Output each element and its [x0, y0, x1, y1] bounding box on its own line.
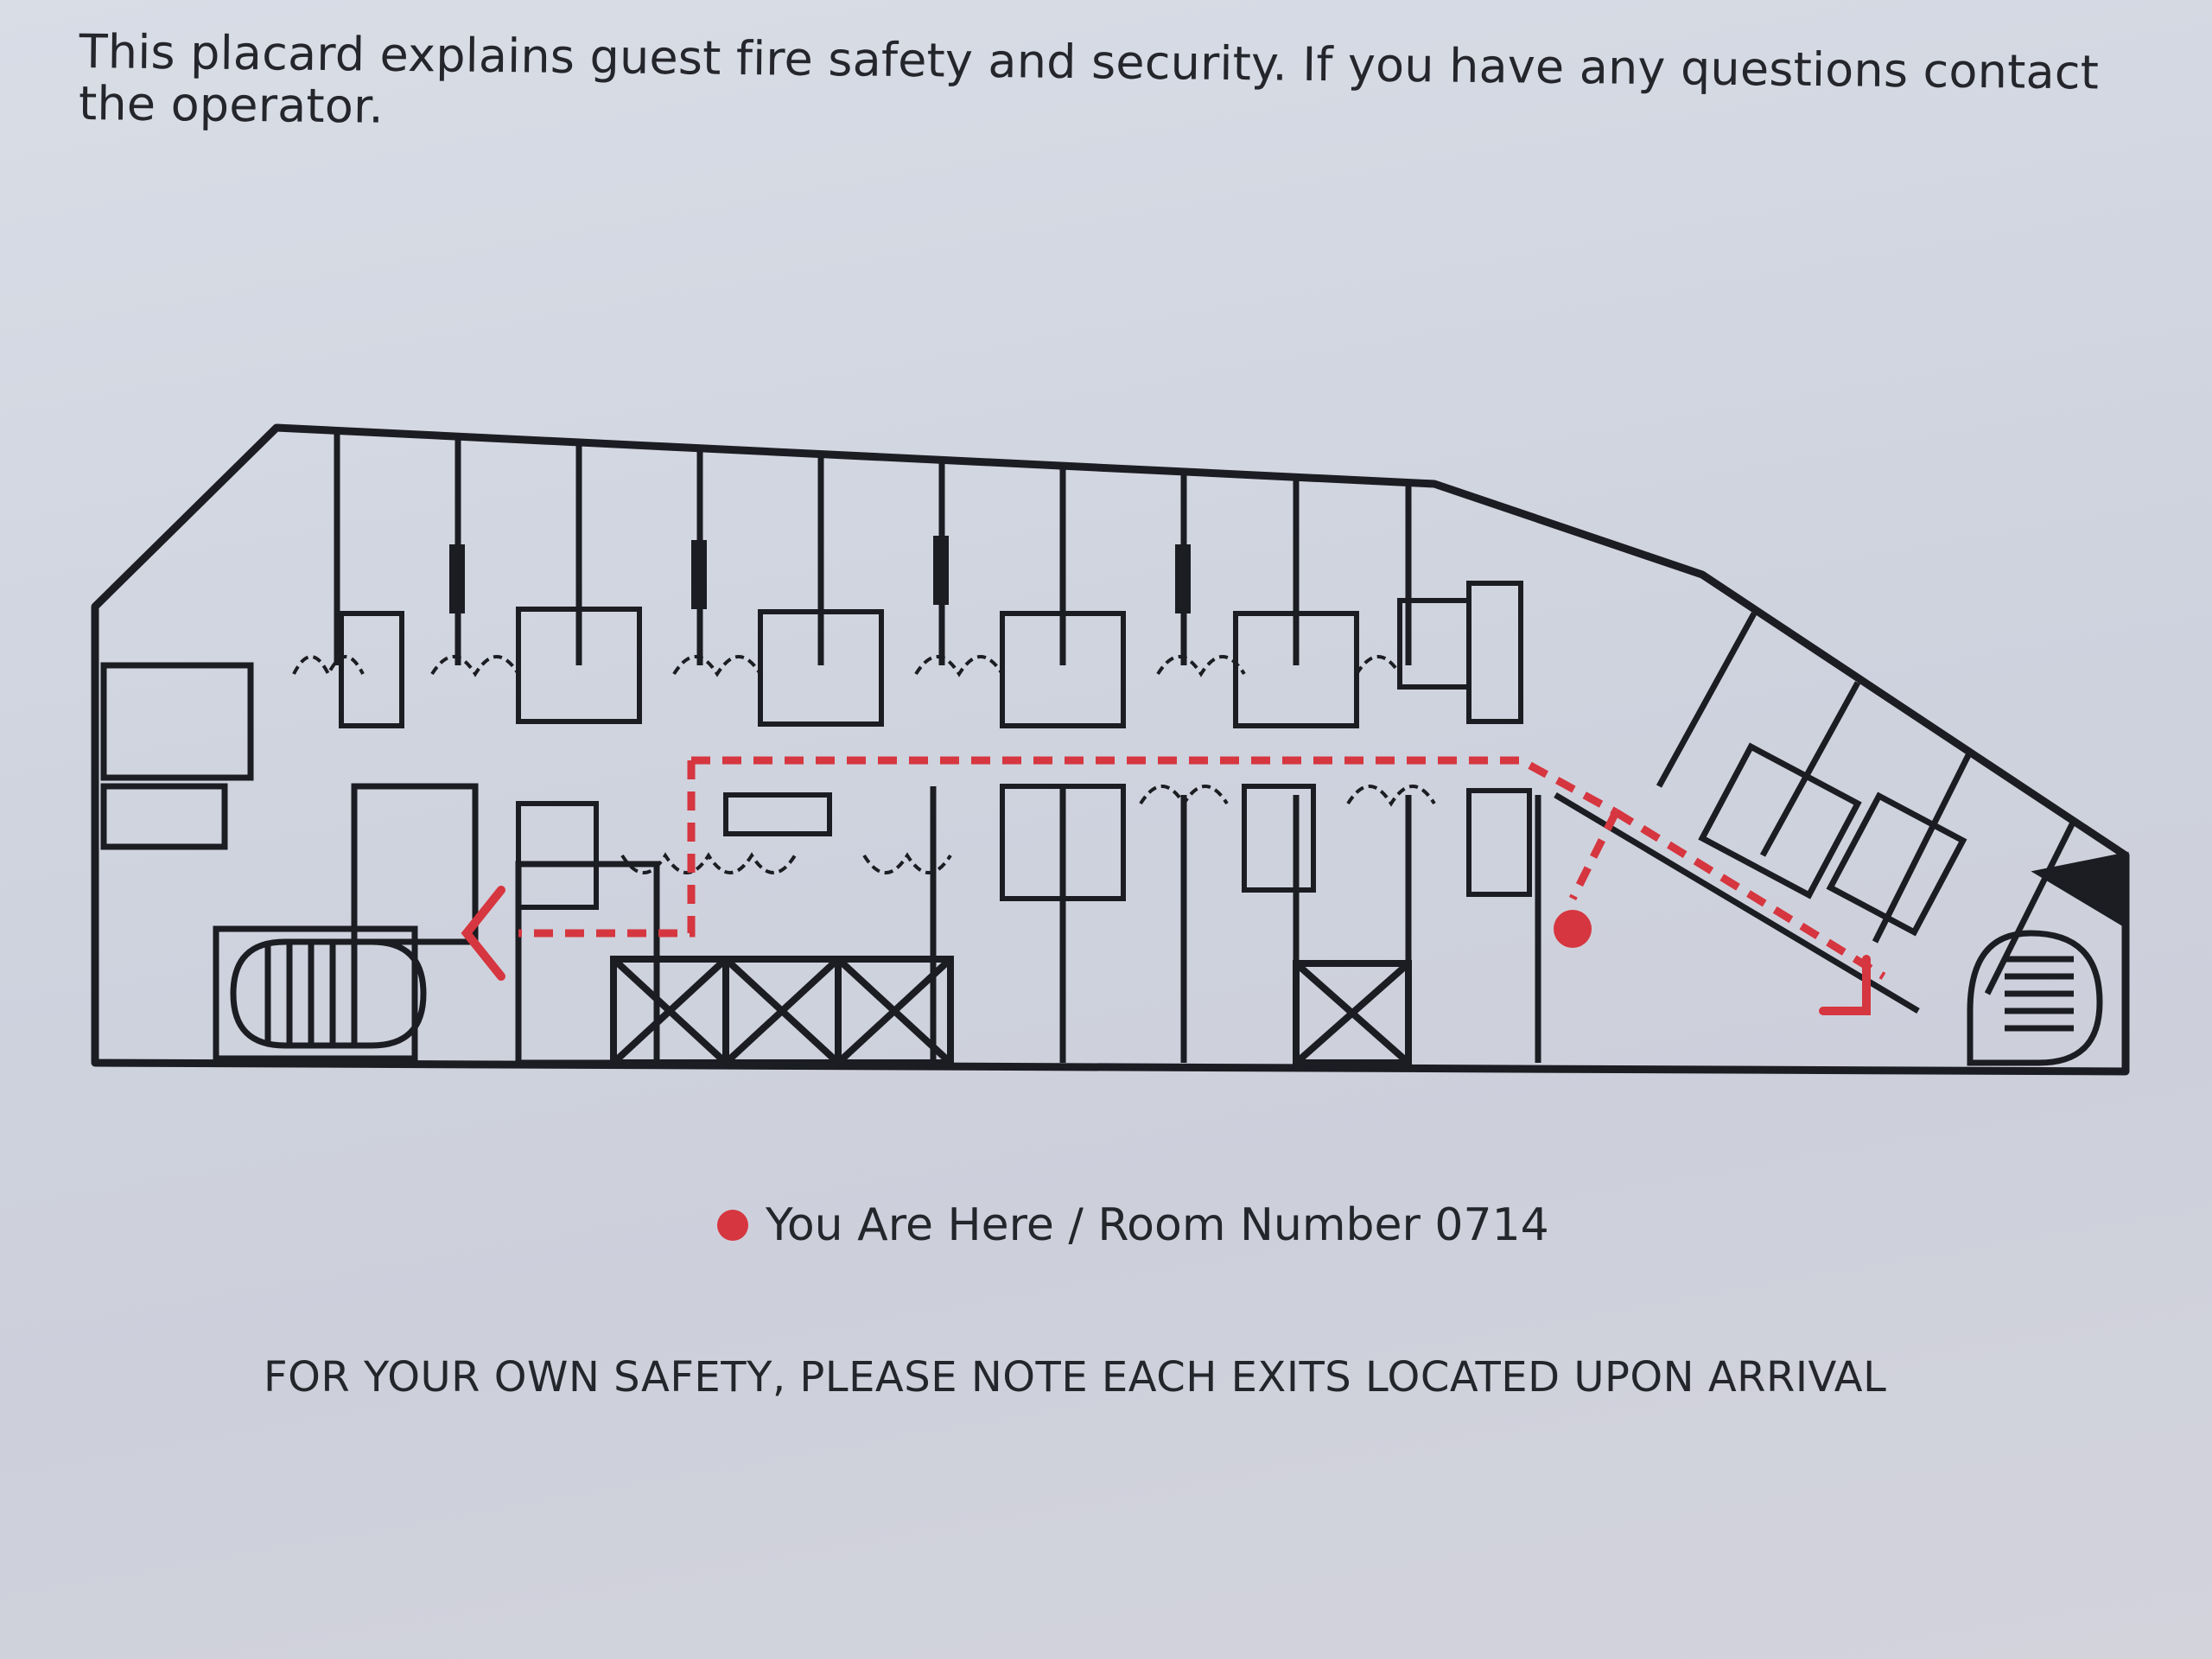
room-partitions-top [334, 432, 1412, 665]
floor-plan [91, 423, 2130, 1076]
east-wing-rooms [1554, 612, 2077, 1014]
safety-note: FOR YOUR OWN SAFETY, PLEASE NOTE EACH EX… [264, 1353, 1887, 1402]
room-fixtures-top [339, 581, 1523, 728]
evacuation-route [518, 756, 1886, 980]
legend-label: You Are Here / Room Number 0714 [766, 1199, 1549, 1251]
door-swings-bottom [620, 785, 1436, 874]
room-partitions-bottom [930, 786, 1541, 1063]
room-fixtures-bottom [516, 784, 1532, 910]
door-swings-top [292, 655, 1402, 678]
east-stairwell [1967, 851, 2129, 1066]
exit-arrow-east [1819, 955, 1871, 1015]
you-are-here-marker [1554, 910, 1592, 948]
placard-intro-text: This placard explains guest fire safety … [78, 24, 2100, 134]
elevator-shafts [610, 956, 1412, 1066]
legend: You Are Here / Room Number 0714 [717, 1199, 1549, 1251]
exit-arrow-west [461, 886, 505, 981]
west-core [100, 662, 660, 1066]
you-are-here-legend-icon [717, 1210, 748, 1241]
building-outline [91, 423, 2130, 1076]
